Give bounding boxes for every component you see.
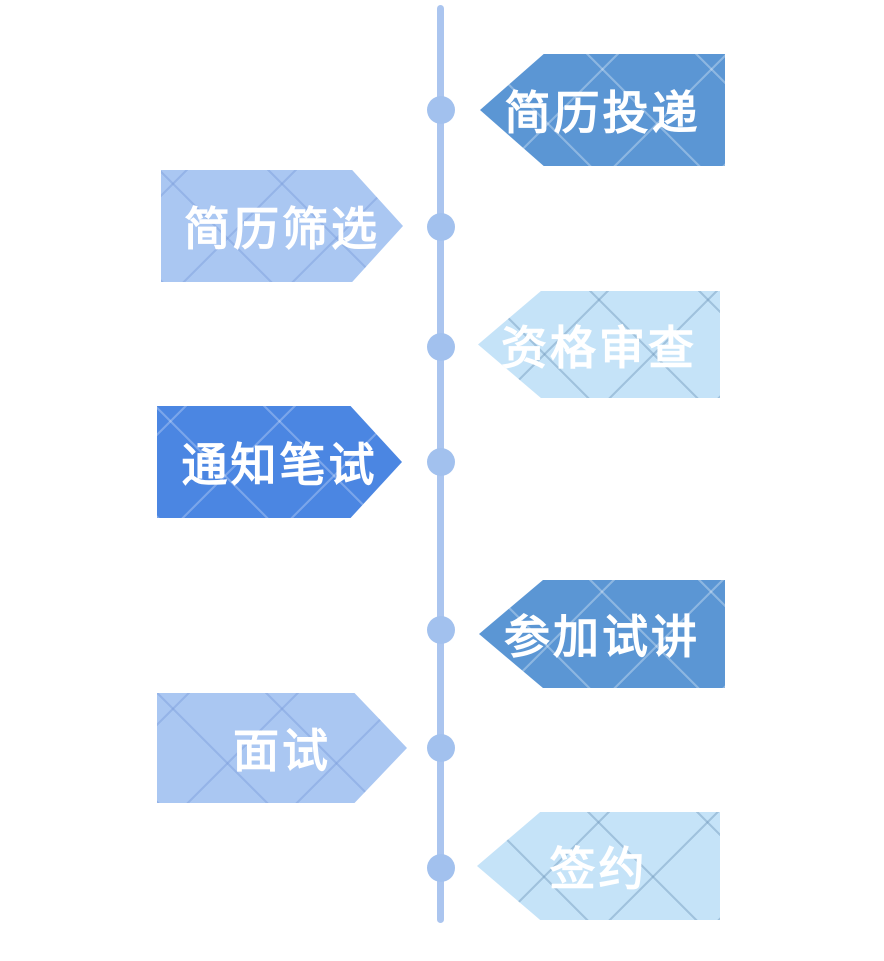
step-label: 简历筛选 — [184, 203, 380, 255]
timeline-node — [427, 333, 455, 361]
step-banner-resume-submission: 简历投递 — [480, 54, 725, 166]
step-label: 通知笔试 — [181, 439, 378, 491]
step-label: 简历投递 — [504, 87, 701, 139]
timeline-node — [427, 616, 455, 644]
step-label: 面试 — [233, 725, 331, 777]
step-label: 资格审查 — [501, 321, 697, 374]
step-label: 参加试讲 — [504, 611, 700, 663]
step-banner-signing: 签约 — [477, 812, 720, 920]
timeline-node — [427, 854, 455, 882]
timeline-node — [427, 96, 455, 124]
step-banner-interview: 面试 — [157, 693, 407, 803]
timeline-node — [427, 734, 455, 762]
step-banner-written-test-notice: 通知笔试 — [157, 406, 402, 518]
step-banner-qualification-review: 资格审查 — [478, 291, 720, 398]
step-banner-resume-screening: 简历筛选 — [161, 170, 403, 282]
timeline-node — [427, 213, 455, 241]
step-banner-trial-lecture: 参加试讲 — [479, 580, 725, 688]
step-label: 签约 — [549, 843, 648, 895]
timeline-node — [427, 448, 455, 476]
